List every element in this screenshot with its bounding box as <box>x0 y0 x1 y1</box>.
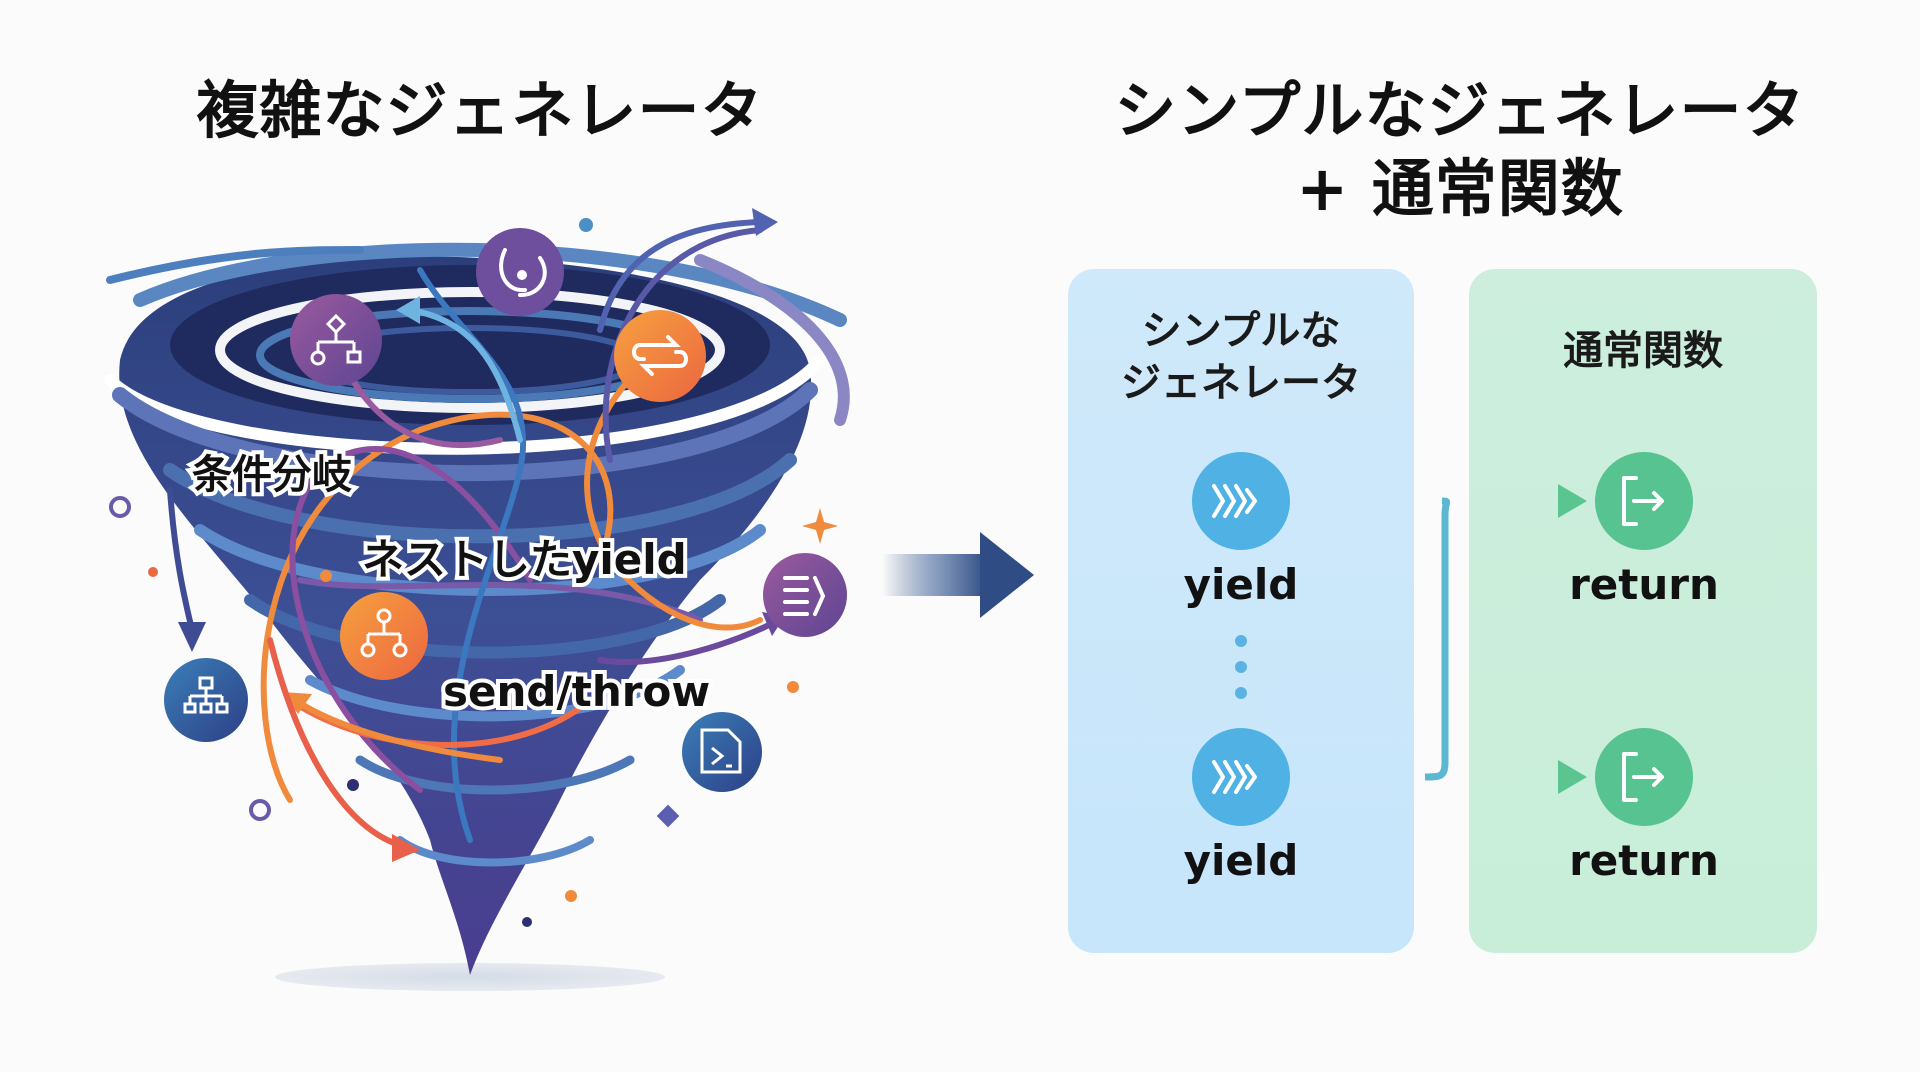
tree-icon <box>164 658 248 742</box>
return-label-1: return <box>1569 560 1719 609</box>
curve-arrow-blue <box>407 307 523 443</box>
return-node-1 <box>1595 452 1693 550</box>
curve-arrow-orange <box>292 697 503 763</box>
hierarchy-icon <box>340 592 428 680</box>
simple-generator-title-line2: + 通常関数 <box>1296 152 1624 225</box>
tornado-illustration <box>104 208 850 991</box>
simple-generator-panel-title-line2: ジェネレータ <box>1121 360 1361 406</box>
label-conditional-branch: 条件分岐 <box>188 448 356 502</box>
simple-generator-title-line1: シンプルなジェネレータ <box>1114 74 1806 147</box>
normal-function-panel-title: 通常関数 <box>1563 328 1723 374</box>
curve-arrow-red <box>267 637 403 848</box>
curve-arrow-purple <box>597 619 778 665</box>
yield-label-2: yield <box>1183 836 1299 885</box>
complex-generator-title: 複雑なジェネレータ <box>196 74 764 147</box>
simple-generator-panel: シンプルな ジェネレータ <box>1068 269 1414 953</box>
arrowhead-return1 <box>1558 484 1587 518</box>
flowchart-icon <box>290 294 382 386</box>
label-send-throw: send/throw <box>439 663 714 720</box>
connector-merge <box>1424 497 1450 781</box>
return-label-2: return <box>1569 836 1719 885</box>
list-bracket-icon <box>763 553 847 637</box>
tornado-shadow <box>275 963 665 991</box>
simple-generator-panel-title-line1: シンプルな <box>1141 308 1341 354</box>
decorative-dots <box>109 218 838 927</box>
curve-arrow-top <box>597 219 763 333</box>
curve-arrow-left <box>167 487 195 633</box>
exit-icon <box>1622 476 1664 526</box>
exit-icon <box>1622 752 1664 802</box>
return-node-2 <box>1595 728 1693 826</box>
chevrons-right-icon <box>1212 760 1257 794</box>
yield-node-1 <box>1192 452 1290 550</box>
script-file-icon <box>682 712 762 792</box>
arrowhead-return2 <box>1558 760 1587 794</box>
label-nested-yield: ネストしたyield <box>358 531 691 588</box>
swirl-icon <box>476 228 564 316</box>
simple-generator-title: シンプルなジェネレータ + 通常関数 <box>1080 72 1840 228</box>
chevrons-right-icon <box>1212 484 1257 518</box>
ellipsis-icon <box>1235 635 1247 699</box>
yield-node-2 <box>1192 728 1290 826</box>
swap-arrows-icon <box>614 310 706 402</box>
yield-label-1: yield <box>1183 560 1299 609</box>
simple-generator-panel-title: シンプルな ジェネレータ <box>1068 305 1414 409</box>
normal-function-panel: 通常関数 <box>1469 269 1817 953</box>
